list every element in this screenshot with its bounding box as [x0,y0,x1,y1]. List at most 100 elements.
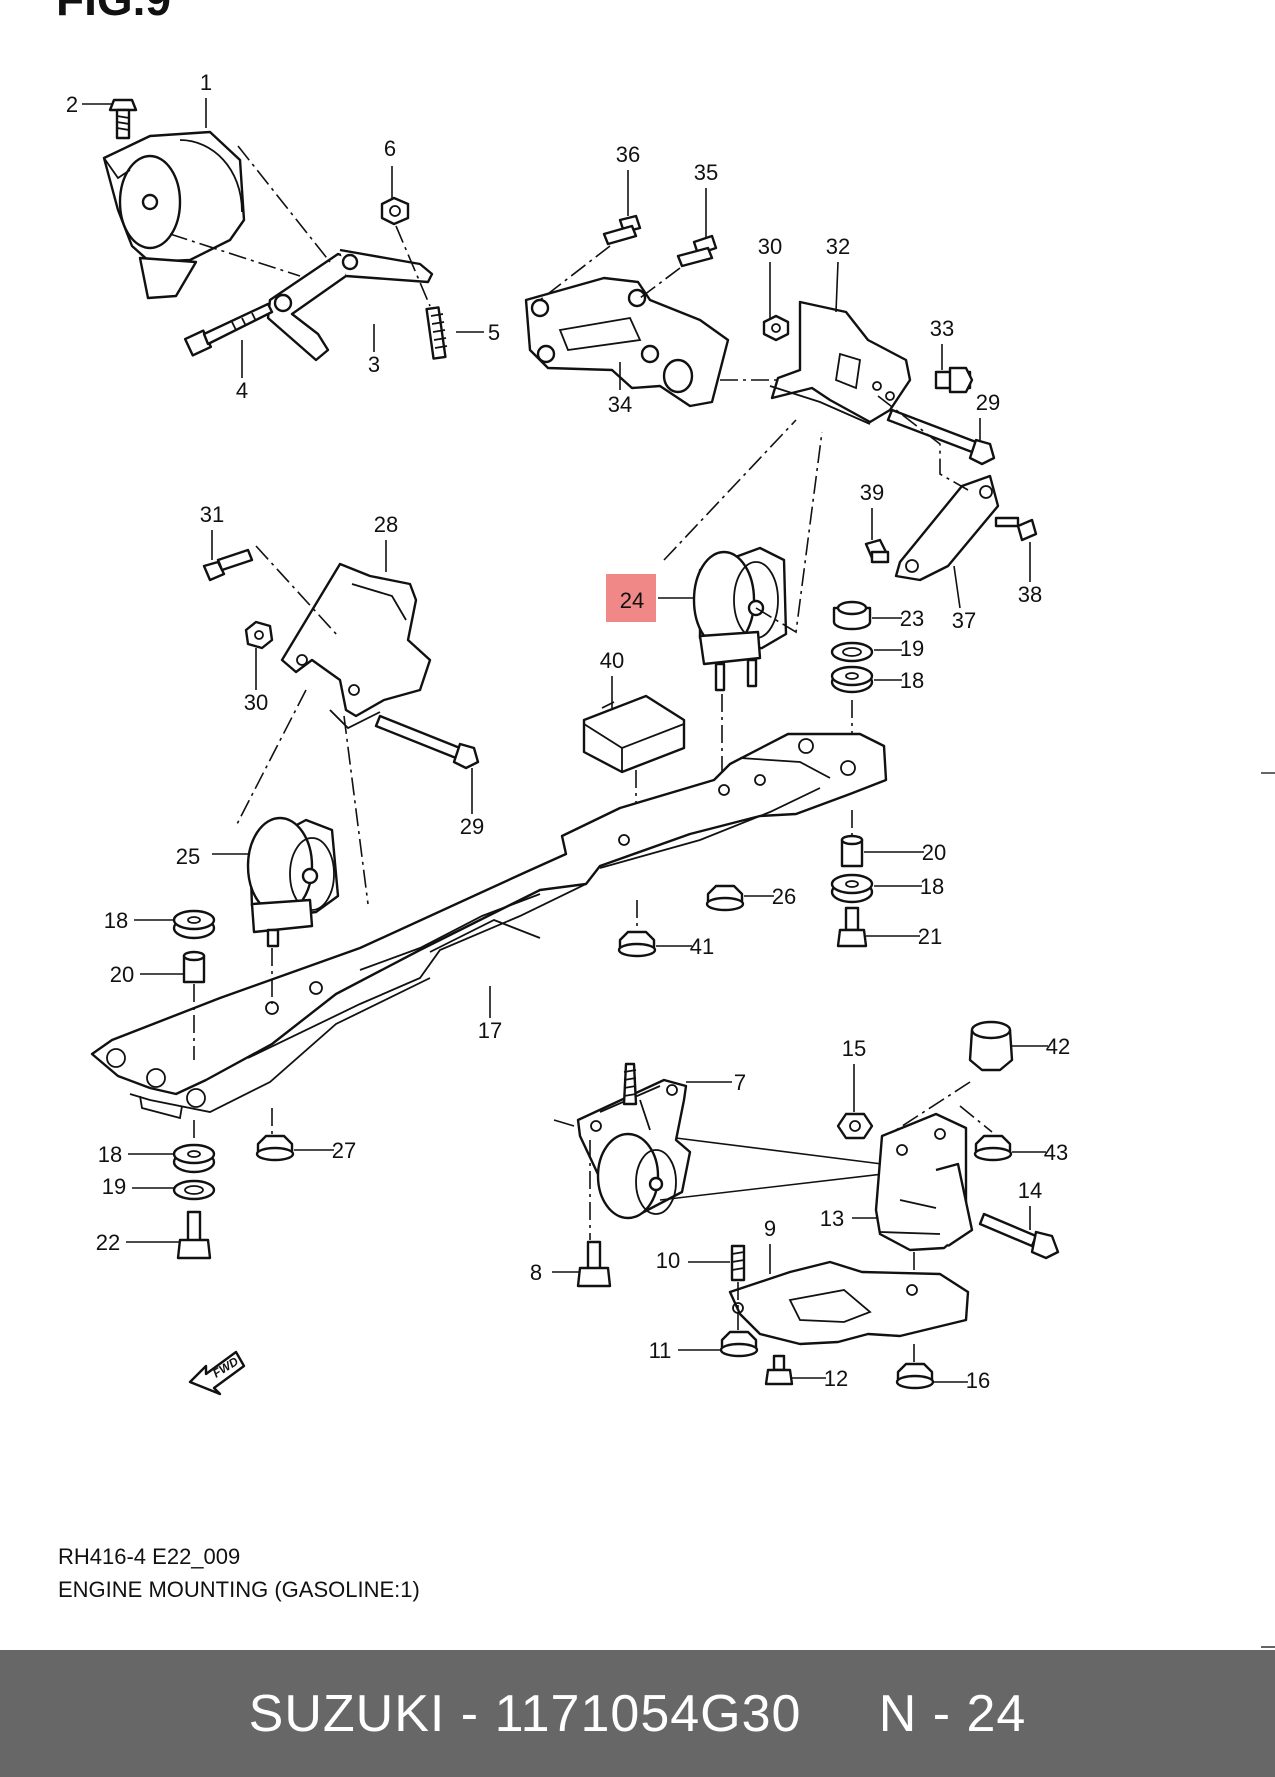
callout-label-9: 9 [764,1216,776,1241]
engine-mount-1 [102,130,246,300]
callout-label-12: 12 [824,1366,848,1391]
plate-9 [728,1260,970,1346]
crossmember-17 [90,732,888,1120]
edge-tick [1261,772,1275,774]
nut-6 [380,196,410,226]
mount-25 [246,816,340,948]
callout-label-30: 30 [758,234,782,259]
callout-label-25: 25 [176,844,200,869]
callout-label-31: 31 [200,502,224,527]
mount-7 [576,1078,692,1220]
bushing-18-upper [830,665,874,694]
callout-label-21: 21 [918,924,942,949]
callout-label-43: 43 [1044,1140,1068,1165]
footer-ref-label: N - 24 [878,1684,1027,1743]
callout-label-19: 19 [102,1174,126,1199]
bolt-36 [602,214,642,246]
callout-label-38: 38 [1018,582,1042,607]
cap-42 [968,1020,1014,1072]
callout-label-28: 28 [374,512,398,537]
nut-27 [255,1134,295,1162]
callout-label-18: 18 [98,1142,122,1167]
callout-label-35: 35 [694,160,718,185]
callout-label-23: 23 [900,606,924,631]
nut-43 [973,1134,1013,1162]
callout-label-29: 29 [976,390,1000,415]
callout-label-29: 29 [460,814,484,839]
footer-separator: - [445,1684,495,1743]
nut-16 [895,1362,935,1390]
nut-23 [832,600,872,631]
bolt-38 [994,516,1038,542]
bolt-35 [676,234,718,268]
bushing-18-bottom [172,1143,216,1174]
callout-label-2: 2 [66,92,78,117]
washer-19-upper [830,641,874,663]
stud-5 [425,306,448,360]
mount-24 [692,546,788,692]
bushing-18-right [830,873,874,904]
bolt-33 [934,366,974,394]
nut-30-upper [762,314,790,342]
callout-label-19: 19 [900,636,924,661]
fwd-arrow-icon: FWD [188,1350,246,1396]
bolt-39 [864,538,890,564]
callout-label-18: 18 [900,668,924,693]
callout-label-26: 26 [772,884,796,909]
callout-label-18: 18 [920,874,944,899]
pad-40 [582,694,686,774]
bracket-13 [874,1112,974,1252]
callout-label-33: 33 [930,316,954,341]
bolt-22 [176,1210,212,1260]
callout-label-41: 41 [690,934,714,959]
callout-label-7: 7 [734,1070,746,1095]
callout-label-32: 32 [826,234,850,259]
nut-26 [705,884,745,912]
part-footer-bar: SUZUKI - 1171054G30 N - 24 [0,1650,1275,1777]
callout-label-16: 16 [966,1368,990,1393]
callout-label-4: 4 [236,378,248,403]
callout-label-37: 37 [952,608,976,633]
callout-label-5: 5 [488,320,500,345]
callout-label-27: 27 [332,1138,356,1163]
callout-label-18: 18 [104,908,128,933]
callout-label-36: 36 [616,142,640,167]
bracket-34 [524,276,730,408]
callout-label-40: 40 [600,648,624,673]
callout-label-6: 6 [384,136,396,161]
bolt-2 [108,98,138,140]
callout-label-15: 15 [842,1036,866,1061]
callout-label-3: 3 [368,352,380,377]
callout-label-22: 22 [96,1230,120,1255]
callout-label-17: 17 [478,1018,502,1043]
nut-30-lower [244,620,274,650]
diagram-title: ENGINE MOUNTING (GASOLINE:1) [58,1577,420,1602]
callout-label-20: 20 [922,840,946,865]
bracket-37 [894,474,1000,582]
callout-label-1: 1 [200,70,212,95]
callout-label-10: 10 [656,1248,680,1273]
nut-15 [836,1112,874,1140]
callout-label-42: 42 [1046,1034,1070,1059]
bolt-14 [978,1212,1060,1260]
footer-gap [801,1684,878,1744]
bushing-18-left [172,909,216,940]
bolt-29-lower [374,714,480,770]
bolt-29-upper [886,408,996,466]
collar-20-left [182,950,206,984]
stud-7-top [622,1062,638,1106]
nut-11 [719,1330,759,1358]
parts-diagram: FWD 123456363530323329343938373128302924… [66,70,1070,1396]
footer-brand: SUZUKI [248,1684,446,1743]
callout-label-11: 11 [649,1338,672,1363]
bracket-28 [280,562,432,730]
bolt-4 [183,302,274,357]
callout-label-39: 39 [860,480,884,505]
bolt-8 [576,1240,612,1288]
stud-10 [730,1244,746,1282]
callout-label-13: 13 [820,1206,844,1231]
footer-part-number: 1171054G30 [494,1684,802,1743]
leader-line-37 [953,565,961,609]
